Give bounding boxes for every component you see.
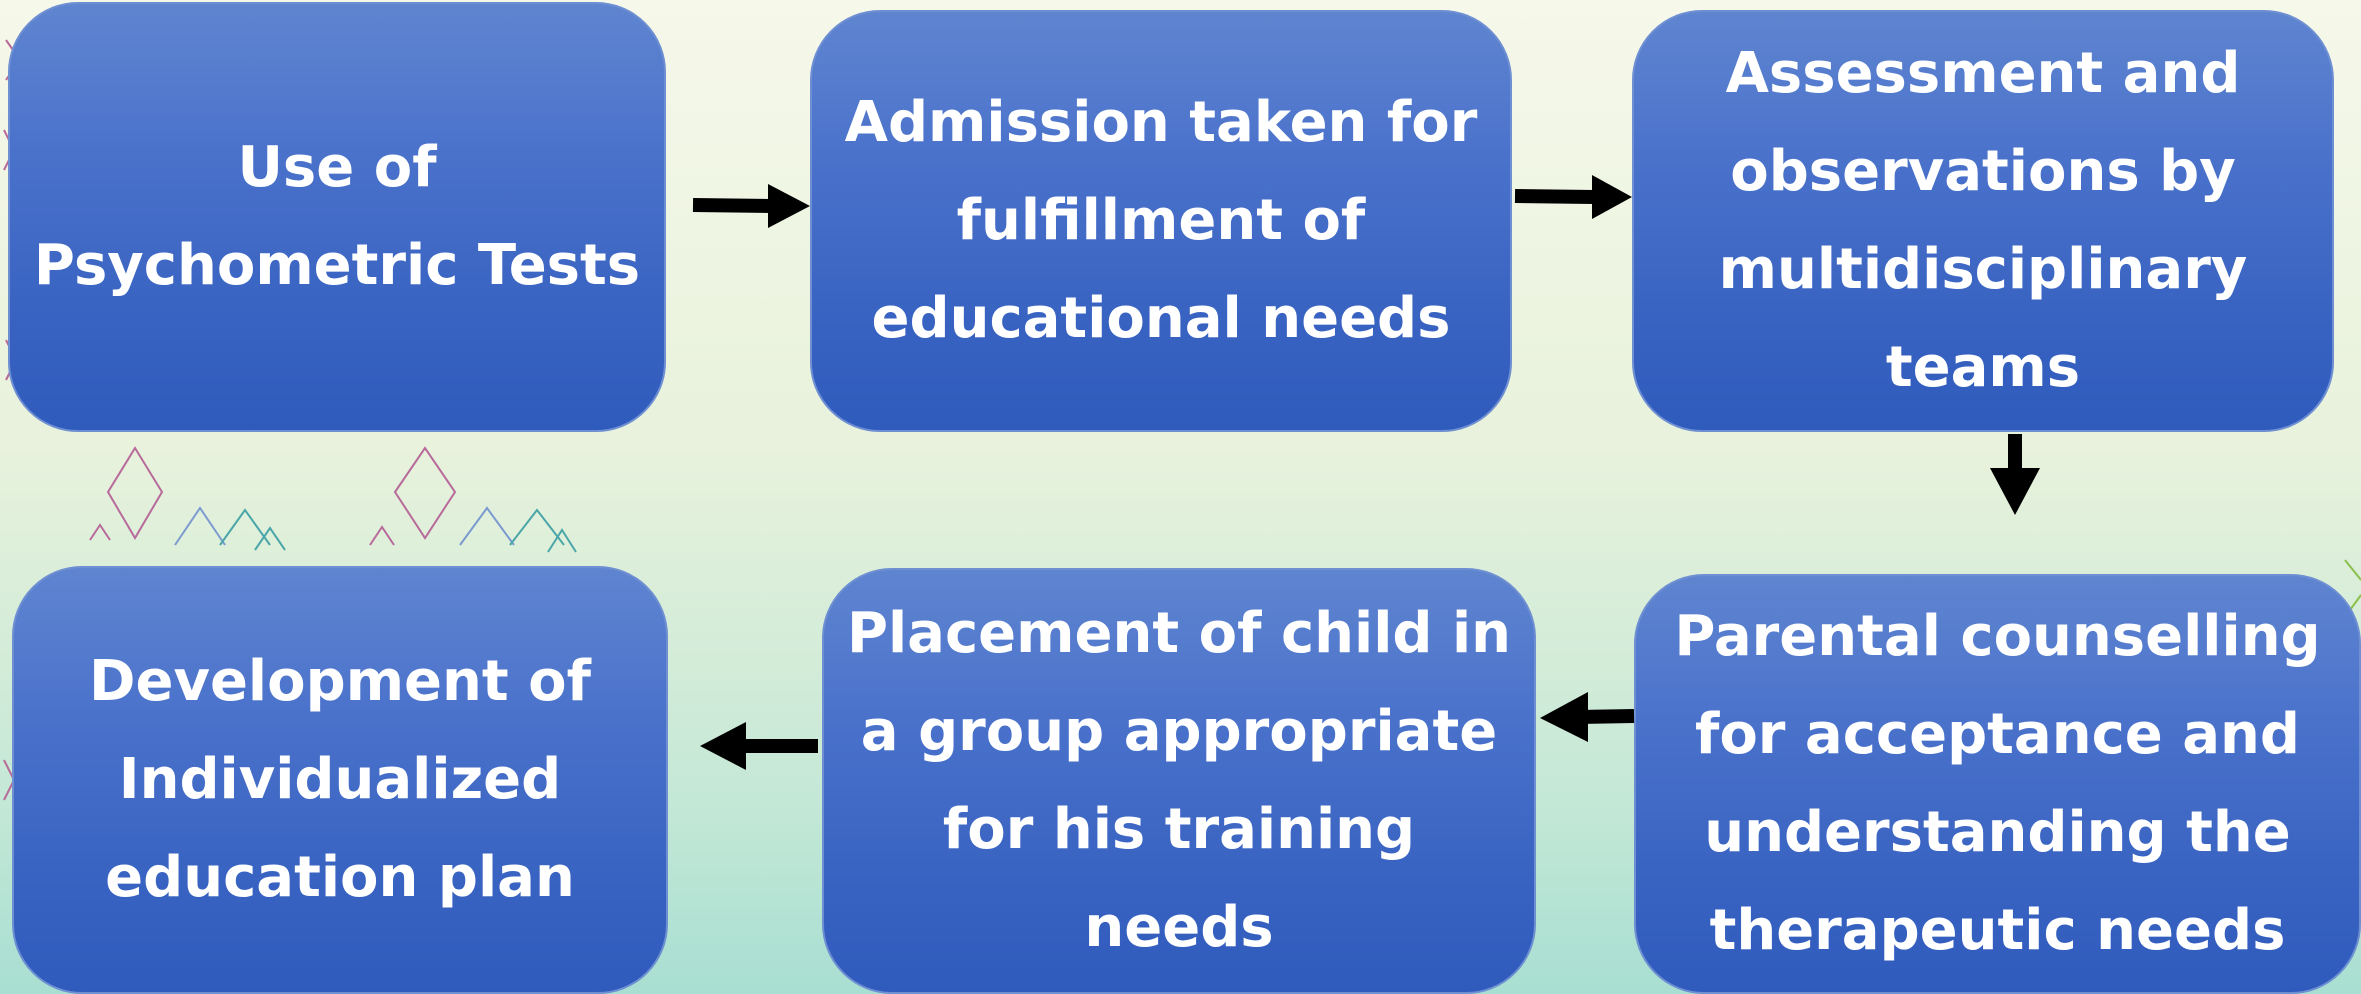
arrow-step4-to-step5: [1540, 692, 1635, 742]
flow-step-1-box: Use of Psychometric Tests: [8, 2, 666, 432]
flow-step-6-label: Development of Individualized education …: [88, 649, 591, 910]
flow-step-3-box: Assessment and observations by multidisc…: [1632, 10, 2334, 432]
arrow-step2-to-step3: [1514, 175, 1632, 219]
arrow-step1-to-step2: [692, 184, 810, 228]
flow-step-5-label: Placement of child in a group appropriat…: [846, 601, 1512, 960]
flow-step-4-label: Parental counselling for acceptance and …: [1674, 604, 2321, 963]
flow-step-4-box: Parental counselling for acceptance and …: [1634, 574, 2361, 994]
flow-step-6-box: Development of Individualized education …: [12, 566, 668, 994]
flow-step-2-label: Admission taken for fulfillment of educa…: [844, 90, 1478, 351]
flow-step-5-box: Placement of child in a group appropriat…: [822, 568, 1536, 994]
flow-step-3-label: Assessment and observations by multidisc…: [1718, 41, 2248, 400]
arrow-step5-to-step6: [700, 722, 818, 770]
flow-step-1-label: Use of Psychometric Tests: [33, 135, 641, 298]
flow-step-2-box: Admission taken for fulfillment of educa…: [810, 10, 1512, 432]
arrow-step3-to-step4: [1990, 434, 2040, 515]
